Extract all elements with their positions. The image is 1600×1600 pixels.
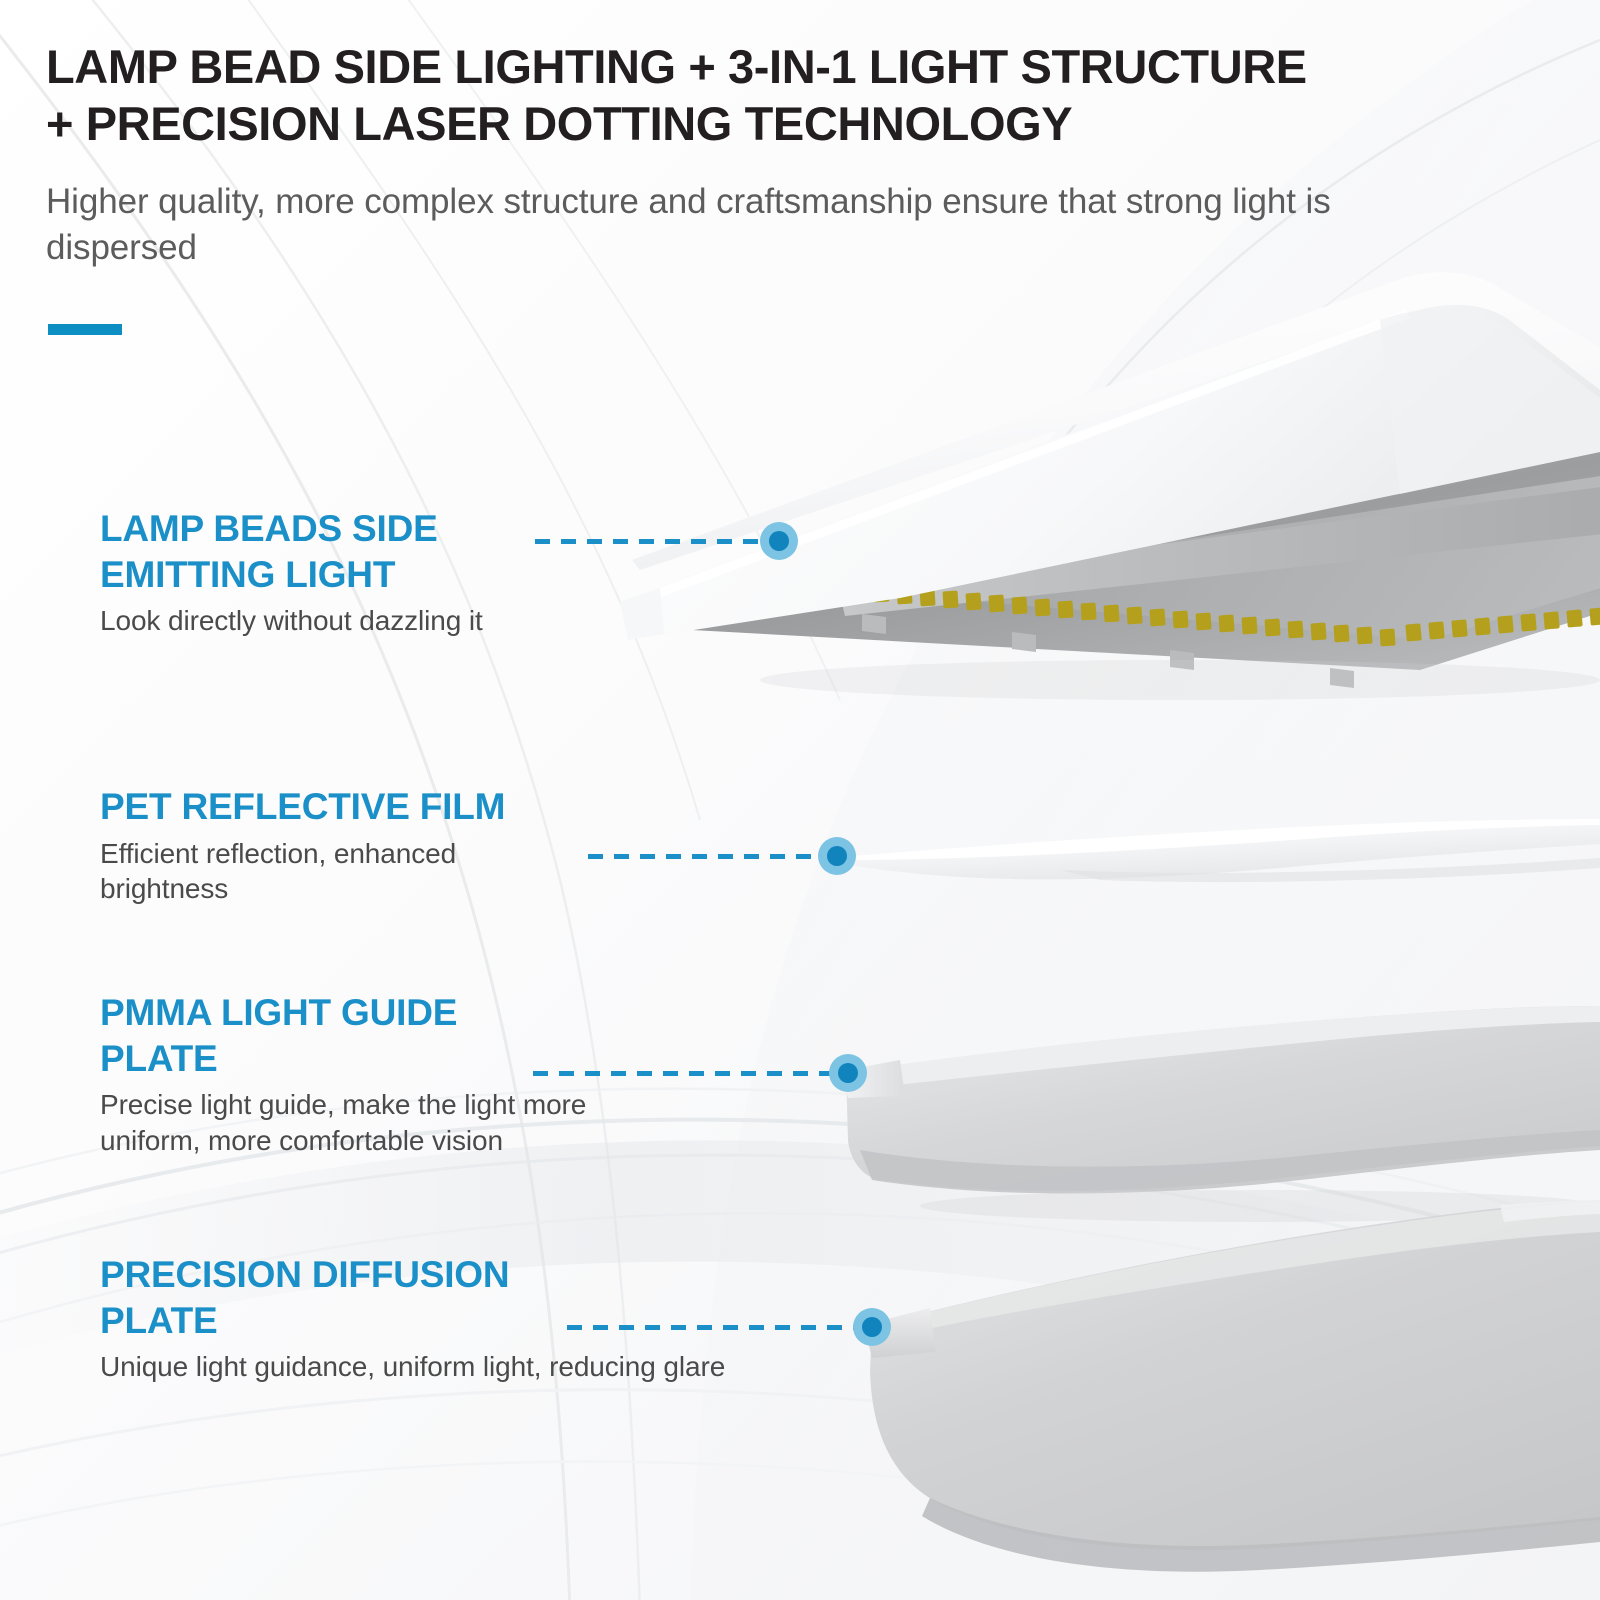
page-subtitle: Higher quality, more complex structure a…: [46, 181, 1331, 267]
accent-underline-bar: [48, 324, 122, 335]
feature-block-pmma-plate: PMMA LIGHT GUIDE PLATE Precise light gui…: [100, 990, 780, 1159]
feature-block-lamp-beads: LAMP BEADS SIDE EMITTING LIGHT Look dire…: [100, 506, 780, 639]
leader-line-dashed: [535, 539, 777, 544]
header-block: LAMP BEAD SIDE LIGHTING + 3-IN-1 LIGHT S…: [46, 38, 1346, 271]
leader-line-dashed: [588, 854, 836, 859]
callout-marker-dot-icon: [853, 1308, 891, 1346]
feature-description: Efficient reflection, enhanced brightnes…: [100, 837, 457, 905]
feature-title: PRECISION DIFFUSION PLATE: [100, 1254, 510, 1341]
feature-title: LAMP BEADS SIDE EMITTING LIGHT: [100, 508, 438, 595]
feature-description: Precise light guide, make the light more…: [100, 1089, 587, 1156]
leader-line-dashed: [567, 1325, 873, 1330]
page-title: LAMP BEAD SIDE LIGHTING + 3-IN-1 LIGHT S…: [46, 40, 1307, 151]
callout-marker-dot-icon: [818, 837, 856, 875]
feature-block-pet-film: PET REFLECTIVE FILM Efficient reflection…: [100, 784, 780, 907]
leader-line-dashed: [533, 1071, 849, 1076]
callout-marker-dot-icon: [760, 522, 798, 560]
feature-description: Unique light guidance, uniform light, re…: [100, 1351, 726, 1382]
feature-description: Look directly without dazzling it: [100, 605, 483, 636]
feature-title: PET REFLECTIVE FILM: [100, 786, 506, 827]
callout-marker-dot-icon: [829, 1054, 867, 1092]
feature-block-diffusion-plate: PRECISION DIFFUSION PLATE Unique light g…: [100, 1252, 780, 1385]
feature-title: PMMA LIGHT GUIDE PLATE: [100, 992, 458, 1079]
